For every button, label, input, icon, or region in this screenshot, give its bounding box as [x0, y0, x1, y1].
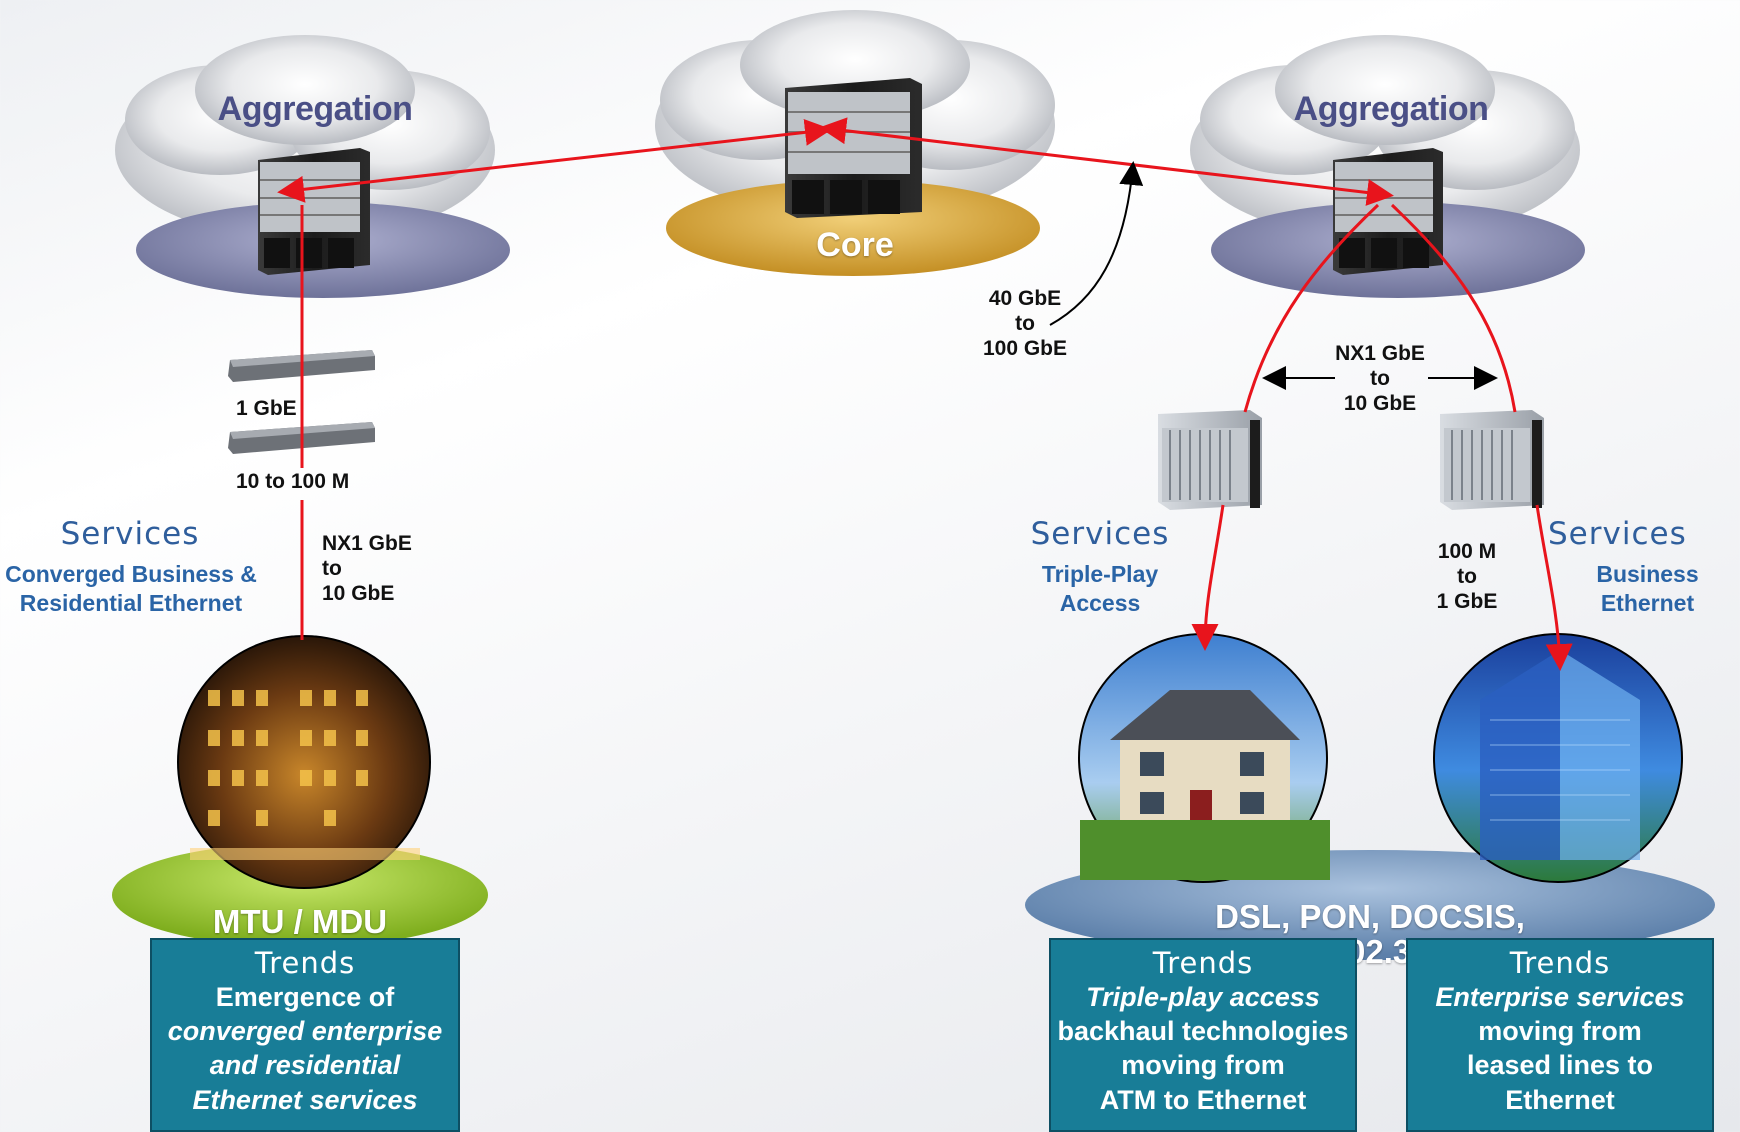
trend-body: Triple-play access backhaul technologies…	[1051, 980, 1355, 1117]
aggregation-label-right: Aggregation	[1293, 90, 1489, 128]
trend-box-mid: Trends Triple-play access backhaul techn…	[1049, 938, 1357, 1132]
office-tower-photo	[1433, 633, 1683, 883]
apartment-building-photo	[177, 635, 431, 889]
trend-line: Ethernet services	[192, 1084, 418, 1115]
link-lines	[277, 117, 1573, 671]
services-text-left: Converged Business & Residential Etherne…	[5, 561, 257, 616]
trend-line: and residential	[209, 1050, 401, 1081]
trend-box-left: Trends Emergence of converged enterprise…	[150, 938, 460, 1132]
core-link-speed: 40 GbE to 100 GbE	[982, 287, 1068, 360]
services-text-right: Business Ethernet	[1596, 561, 1699, 616]
speed-pointer-arrow	[1049, 161, 1144, 326]
link-agg-right-shelf-right	[1390, 203, 1517, 413]
link-shelf-left-house	[1191, 504, 1225, 651]
chassis-router-icon	[258, 148, 370, 275]
right-mid-link-speed: NX1 GbE to 10 GbE	[1335, 342, 1425, 415]
trend-line: leased lines to	[1466, 1050, 1654, 1081]
access-technologies-label: DSL, PON, DOCSIS, 802.3	[1215, 898, 1525, 970]
house-photo	[1078, 633, 1330, 883]
link-shelf-right-tower	[1535, 504, 1573, 671]
services-text-mid: Triple-Play Access	[1041, 561, 1159, 616]
left-downlink-speed: NX1 GbE to 10 GbE	[322, 532, 412, 605]
switch-link-speed: 1 GbE	[236, 397, 297, 420]
access-shelf-icon	[1158, 410, 1262, 510]
switch-port-speed: 10 to 100 M	[236, 470, 350, 493]
chassis-router-icon	[785, 78, 922, 218]
trend-line: converged enterprise	[167, 1016, 443, 1047]
trend-line: Triple-play access	[1086, 981, 1320, 1012]
mtu-mdu-label: MTU / MDU	[212, 903, 388, 940]
trend-line: backhaul technologies	[1057, 1016, 1349, 1047]
link-agg-left-core	[277, 118, 832, 203]
core-label: Core	[816, 226, 894, 264]
mtu-disc	[112, 843, 488, 947]
trend-line: ATM to Ethernet	[1099, 1084, 1307, 1115]
trend-heading: Trends	[1509, 946, 1611, 980]
trend-line: moving from	[1121, 1050, 1285, 1081]
trend-body: Enterprise services moving from leased l…	[1408, 980, 1712, 1117]
trend-line: moving from	[1478, 1016, 1642, 1047]
trend-line: Enterprise services	[1435, 981, 1685, 1012]
trend-body: Emergence of converged enterprise and re…	[152, 980, 458, 1117]
trend-heading: Trends	[254, 946, 356, 980]
services-heading-mid: Services	[1030, 516, 1170, 552]
trend-box-right: Trends Enterprise services moving from l…	[1406, 938, 1714, 1132]
link-core-agg-right	[819, 117, 1394, 206]
services-heading-right: Services	[1548, 516, 1687, 552]
trend-line: Ethernet	[1505, 1084, 1615, 1115]
access-shelf-icon	[1440, 410, 1544, 510]
chassis-router-icon	[1333, 148, 1443, 275]
trend-line: Emergence of	[215, 981, 395, 1012]
services-heading-left: Services	[60, 516, 200, 552]
right-downlink-speed: 100 M to 1 GbE	[1436, 540, 1498, 613]
link-agg-right-shelf-left	[1243, 203, 1380, 413]
trend-heading: Trends	[1152, 946, 1254, 980]
aggregation-label-left: Aggregation	[217, 90, 413, 128]
